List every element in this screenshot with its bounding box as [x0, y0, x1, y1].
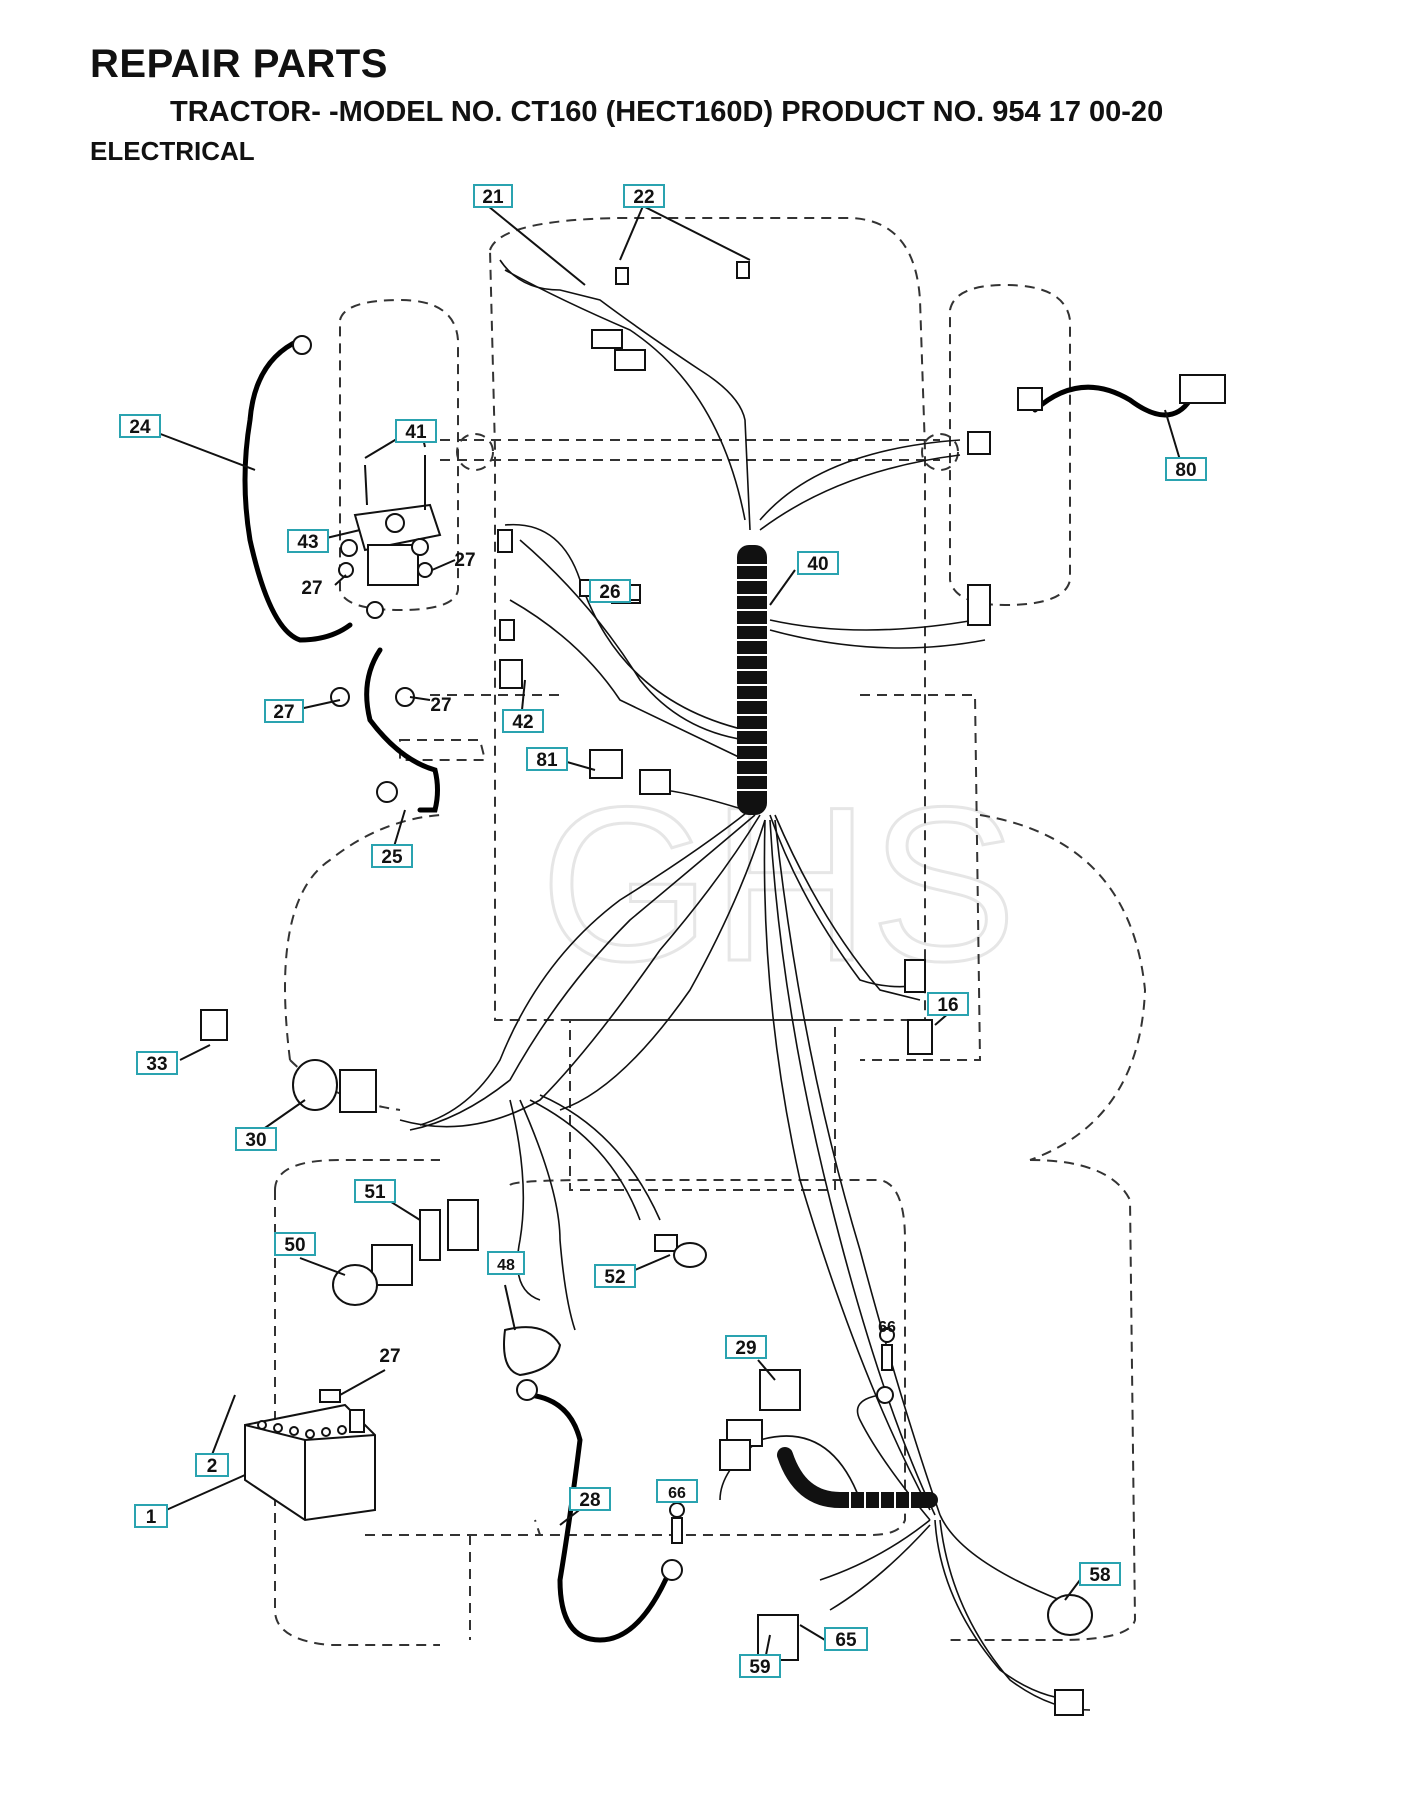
callout-29: 29: [725, 1335, 767, 1359]
svg-text:27: 27: [301, 578, 322, 599]
callout-52: 52: [594, 1264, 636, 1288]
svg-text:2: 2: [207, 1456, 218, 1477]
svg-text:28: 28: [579, 1490, 600, 1511]
svg-text:27: 27: [430, 695, 451, 716]
callout-1: 1: [134, 1504, 168, 1528]
svg-text:33: 33: [146, 1054, 167, 1075]
svg-text:59: 59: [749, 1657, 770, 1678]
battery: [244, 1403, 376, 1522]
cable-25: [364, 647, 440, 813]
page-title: REPAIR PARTS: [90, 42, 388, 86]
wire-loom-coil: [737, 545, 767, 815]
callout-27-top-right: 27: [454, 550, 475, 571]
callout-27-battery: 27: [379, 1346, 400, 1367]
callout-50: 50: [274, 1232, 316, 1256]
svg-text:43: 43: [297, 532, 318, 553]
components: [200, 261, 1226, 1716]
svg-text:50: 50: [284, 1235, 305, 1256]
callout-80: 80: [1165, 457, 1207, 481]
callout-24: 24: [119, 414, 161, 438]
svg-text:24: 24: [129, 417, 151, 438]
main-wire-harness: [399, 259, 1091, 1711]
callout-81: 81: [526, 747, 568, 771]
svg-text:65: 65: [835, 1630, 857, 1651]
callout-30: 30: [235, 1127, 277, 1151]
svg-text:42: 42: [512, 712, 533, 733]
svg-text:58: 58: [1089, 1565, 1110, 1586]
callout-2: 2: [195, 1453, 229, 1477]
svg-text:40: 40: [807, 554, 828, 575]
svg-text:22: 22: [633, 187, 654, 208]
watermark: GHS: [540, 761, 1017, 1007]
cable-80: [1032, 384, 1193, 418]
callout-27-bottom-right: 27: [430, 695, 451, 716]
svg-text:27: 27: [454, 550, 475, 571]
callout-33: 33: [136, 1051, 178, 1075]
callout-59: 59: [739, 1654, 781, 1678]
callout-27-left: 27: [301, 578, 322, 599]
callout-58: 58: [1079, 1562, 1121, 1586]
svg-text:27: 27: [273, 702, 294, 723]
model-subtitle: TRACTOR- -MODEL NO. CT160 (HECT160D) PRO…: [170, 96, 1164, 128]
cable-28: [527, 1392, 673, 1643]
callout-22: 22: [623, 184, 665, 208]
svg-text:48: 48: [497, 1257, 515, 1274]
callout-27-bottom-left: 27: [264, 699, 304, 723]
callout-48: 48: [487, 1251, 525, 1275]
svg-text:80: 80: [1175, 460, 1196, 481]
lower-wire-coil: [777, 1447, 938, 1508]
svg-text:66: 66: [668, 1485, 686, 1502]
callout-66-upper: 66: [878, 1319, 896, 1336]
callout-26: 26: [589, 579, 631, 603]
svg-text:1: 1: [146, 1507, 157, 1528]
ring-terminals: [292, 335, 894, 1581]
callout-40: 40: [797, 551, 839, 575]
tractor-outline: [274, 217, 1147, 1646]
callout-42: 42: [502, 709, 544, 733]
cable-24: [242, 337, 353, 643]
svg-text:16: 16: [937, 995, 958, 1016]
svg-text:52: 52: [604, 1267, 625, 1288]
svg-text:81: 81: [536, 750, 558, 771]
callout-28: 28: [569, 1487, 611, 1511]
callout-43: 43: [287, 529, 329, 553]
svg-text:27: 27: [379, 1346, 400, 1367]
callout-21: 21: [473, 184, 513, 208]
svg-text:21: 21: [482, 187, 504, 208]
callout-25: 25: [371, 844, 413, 868]
svg-text:26: 26: [599, 582, 620, 603]
svg-text:29: 29: [735, 1338, 756, 1359]
callout-41: 41: [395, 419, 437, 443]
callout-16: 16: [927, 992, 969, 1016]
callout-51: 51: [354, 1179, 396, 1203]
svg-text:51: 51: [364, 1182, 386, 1203]
svg-text:41: 41: [405, 422, 427, 443]
svg-text:30: 30: [245, 1130, 266, 1151]
callout-66-lower: 66: [656, 1479, 698, 1503]
callout-65: 65: [824, 1627, 868, 1651]
section-title: ELECTRICAL: [90, 136, 255, 166]
svg-text:66: 66: [878, 1319, 896, 1336]
starter-solenoid: [338, 455, 442, 586]
svg-text:25: 25: [381, 847, 403, 868]
